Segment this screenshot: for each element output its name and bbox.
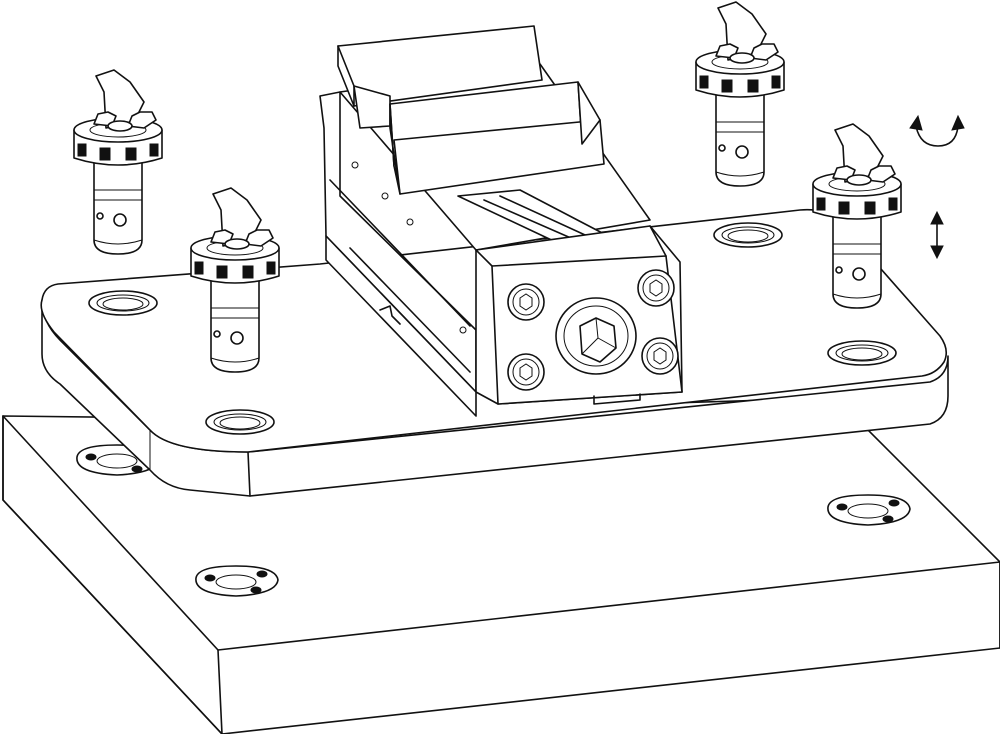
receiver-right [827,494,911,526]
bushing-front-left [205,409,275,435]
socket-screw-top-right [637,269,675,307]
vertical-arrow-icon [930,210,944,260]
bushing-back-left [88,290,158,316]
receiver-front [195,565,279,597]
socket-screw-bottom-right [641,337,679,375]
rotate-arrow-icon [909,114,965,147]
socket-screw-bottom-left [507,353,545,391]
bushing-front-right [827,340,897,366]
machine-vise [319,25,683,417]
bushing-back-right [713,222,783,248]
ball-lock-pin-back-right [695,1,785,187]
ball-lock-pin-back-left [73,69,163,255]
socket-screw-top-left [507,283,545,321]
spindle-hex-nut [555,297,637,375]
